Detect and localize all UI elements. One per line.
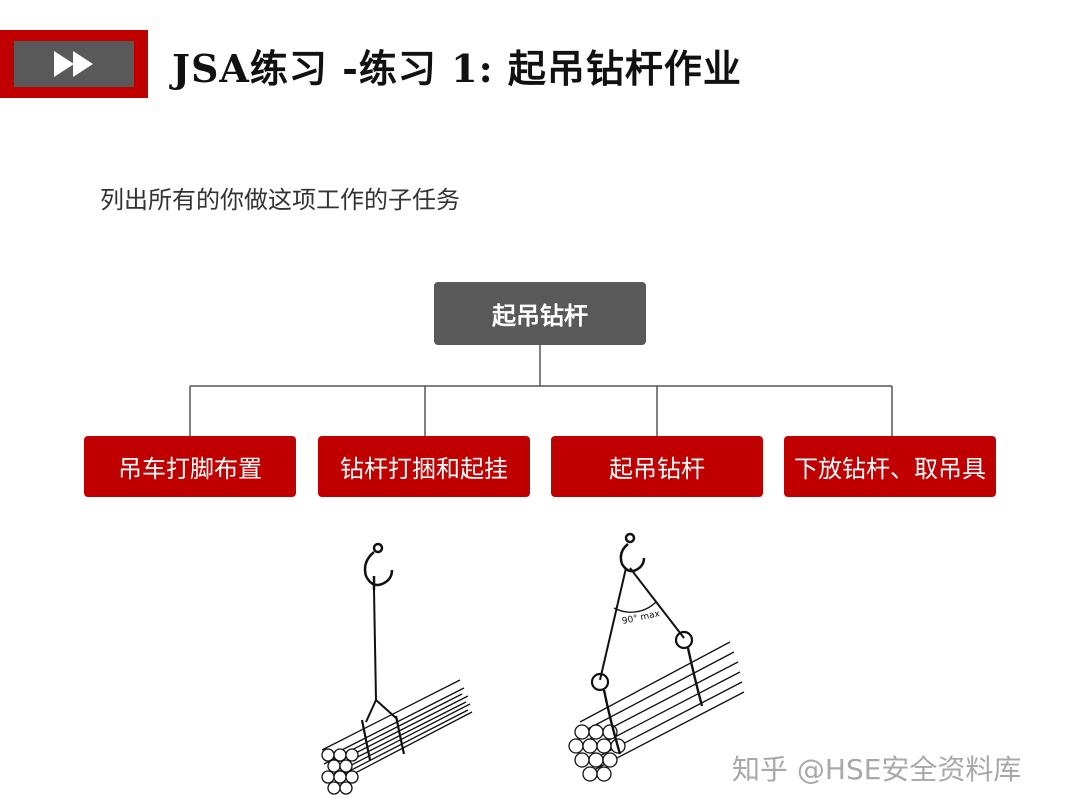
fast-forward-icon bbox=[14, 41, 134, 87]
page-title: JSA练习 -练习 1: 起吊钻杆作业 bbox=[172, 46, 742, 91]
page-subtitle: 列出所有的你做这项工作的子任务 bbox=[100, 186, 460, 214]
single-hook-lift-icon bbox=[321, 542, 473, 795]
double-sling-lift-icon: 90° max bbox=[568, 532, 745, 782]
tree-child-node: 吊车打脚布置 bbox=[84, 436, 296, 497]
tree-child-node: 钻杆打捆和起挂 bbox=[318, 436, 530, 497]
tree-root-node: 起吊钻杆 bbox=[434, 282, 646, 345]
watermark: 知乎 @HSE安全资料库 bbox=[732, 753, 1022, 786]
tree-child-node: 下放钻杆、取吊具 bbox=[784, 436, 996, 497]
header-badge bbox=[0, 30, 148, 98]
tree-child-node: 起吊钻杆 bbox=[551, 436, 763, 497]
